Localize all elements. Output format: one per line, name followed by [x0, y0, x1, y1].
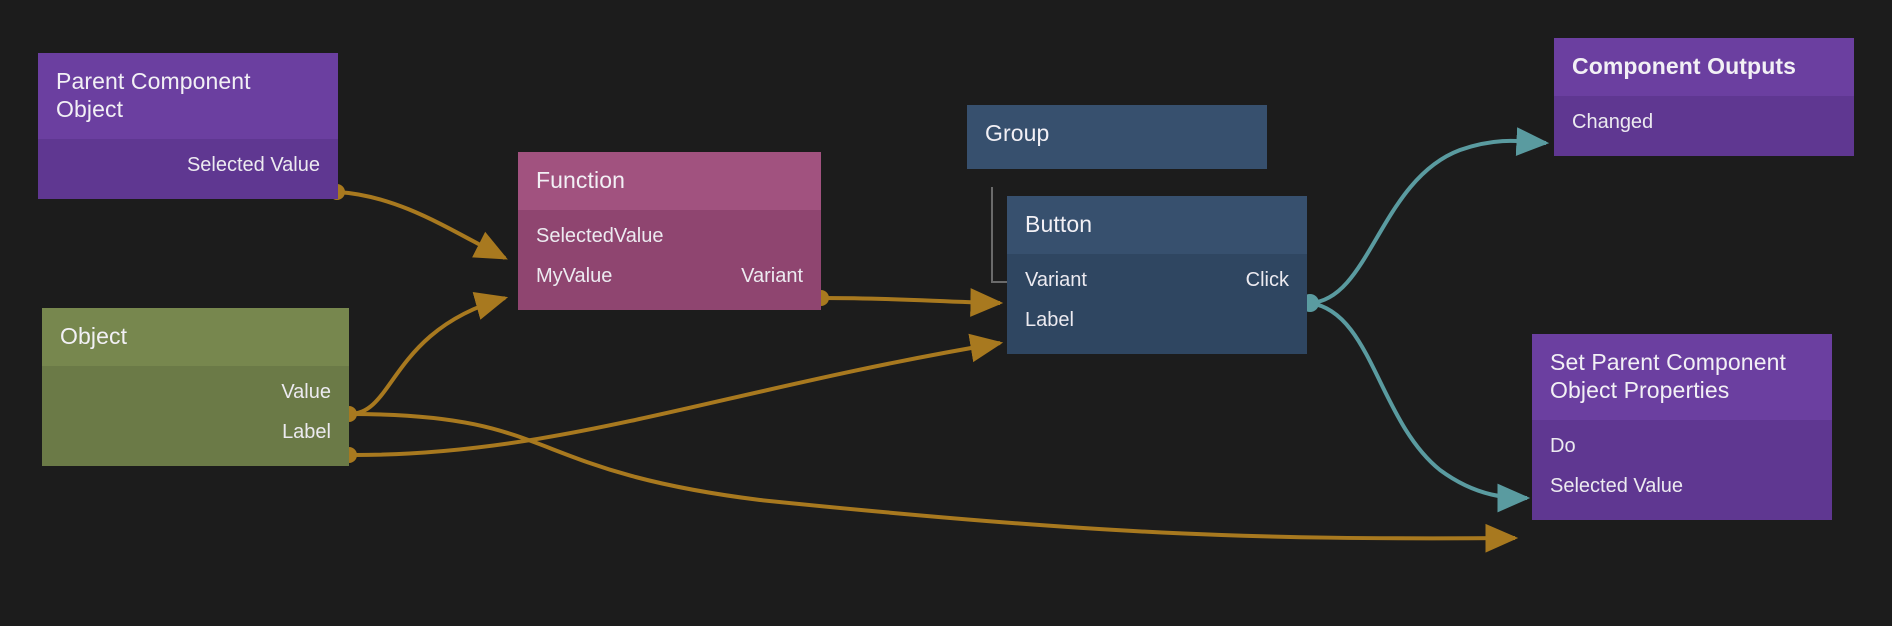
wire-function-variant-to-button-variant [821, 288, 1004, 317]
node-title-object: Object [42, 308, 349, 367]
port-label: SelectedValue [536, 224, 664, 247]
node-body-parent-component-object: Selected Value [38, 139, 338, 200]
node-title-group: Group [967, 105, 1267, 170]
port-label-myvalue: MyValue [536, 264, 613, 287]
wire-object-label-to-button-label [349, 333, 1004, 458]
node-body-object: Value Label [42, 366, 349, 467]
port-label: Selected Value [1550, 474, 1684, 497]
group-containment-bracket [991, 187, 1011, 283]
port-label-variant: Variant [741, 264, 803, 287]
node-set-parent-component-object-properties[interactable]: Set Parent Component Object Properties D… [1532, 334, 1832, 521]
port-label: Label [282, 420, 331, 443]
port-label: Do [1550, 434, 1576, 457]
port-object-label[interactable]: Label [42, 412, 349, 452]
port-parent-selected-value[interactable]: Selected Value [38, 145, 338, 185]
port-function-myvalue-variant[interactable]: MyValue Variant [518, 256, 821, 296]
node-title-button: Button [1007, 196, 1307, 255]
port-object-value[interactable]: Value [42, 372, 349, 412]
node-title-set-parent-component-object-properties: Set Parent Component Object Properties [1532, 334, 1832, 421]
node-body-function: SelectedValue MyValue Variant [518, 210, 821, 311]
node-title-function: Function [518, 152, 821, 211]
port-label: Label [1025, 308, 1074, 331]
node-body-button: Variant Click Label [1007, 254, 1307, 355]
wire-parent-selectedvalue-to-function-selectedvalue [337, 190, 508, 260]
port-label-click: Click [1245, 268, 1289, 291]
port-component-outputs-changed[interactable]: Changed [1554, 102, 1854, 142]
wire-button-click-to-component-outputs-changed [1309, 127, 1550, 305]
port-button-label[interactable]: Label [1007, 300, 1307, 340]
node-parent-component-object[interactable]: Parent Component Object Selected Value [38, 53, 338, 200]
wire-object-value-to-function-myvalue [349, 292, 509, 416]
port-label: Changed [1572, 110, 1654, 133]
wire-button-click-to-setprops-do [1309, 301, 1531, 513]
node-title-component-outputs: Component Outputs [1554, 38, 1854, 97]
port-button-variant-click[interactable]: Variant Click [1007, 260, 1307, 300]
port-setprops-do[interactable]: Do [1532, 426, 1832, 466]
node-button[interactable]: Button Variant Click Label [1007, 196, 1307, 355]
port-label-variant: Variant [1025, 268, 1087, 291]
node-body-set-parent-component-object-properties: Do Selected Value [1532, 420, 1832, 521]
node-function[interactable]: Function SelectedValue MyValue Variant [518, 152, 821, 311]
port-setprops-selected-value[interactable]: Selected Value [1532, 466, 1832, 506]
wire-object-value-to-setprops-selectedvalue [349, 412, 1519, 553]
node-object[interactable]: Object Value Label [42, 308, 349, 467]
node-group[interactable]: Group [967, 105, 1267, 170]
node-component-outputs[interactable]: Component Outputs Changed [1554, 38, 1854, 157]
node-body-component-outputs: Changed [1554, 96, 1854, 157]
node-title-parent-component-object: Parent Component Object [38, 53, 338, 140]
port-label: Selected Value [186, 153, 320, 176]
port-label: Value [281, 380, 331, 403]
port-function-selectedvalue[interactable]: SelectedValue [518, 216, 821, 256]
